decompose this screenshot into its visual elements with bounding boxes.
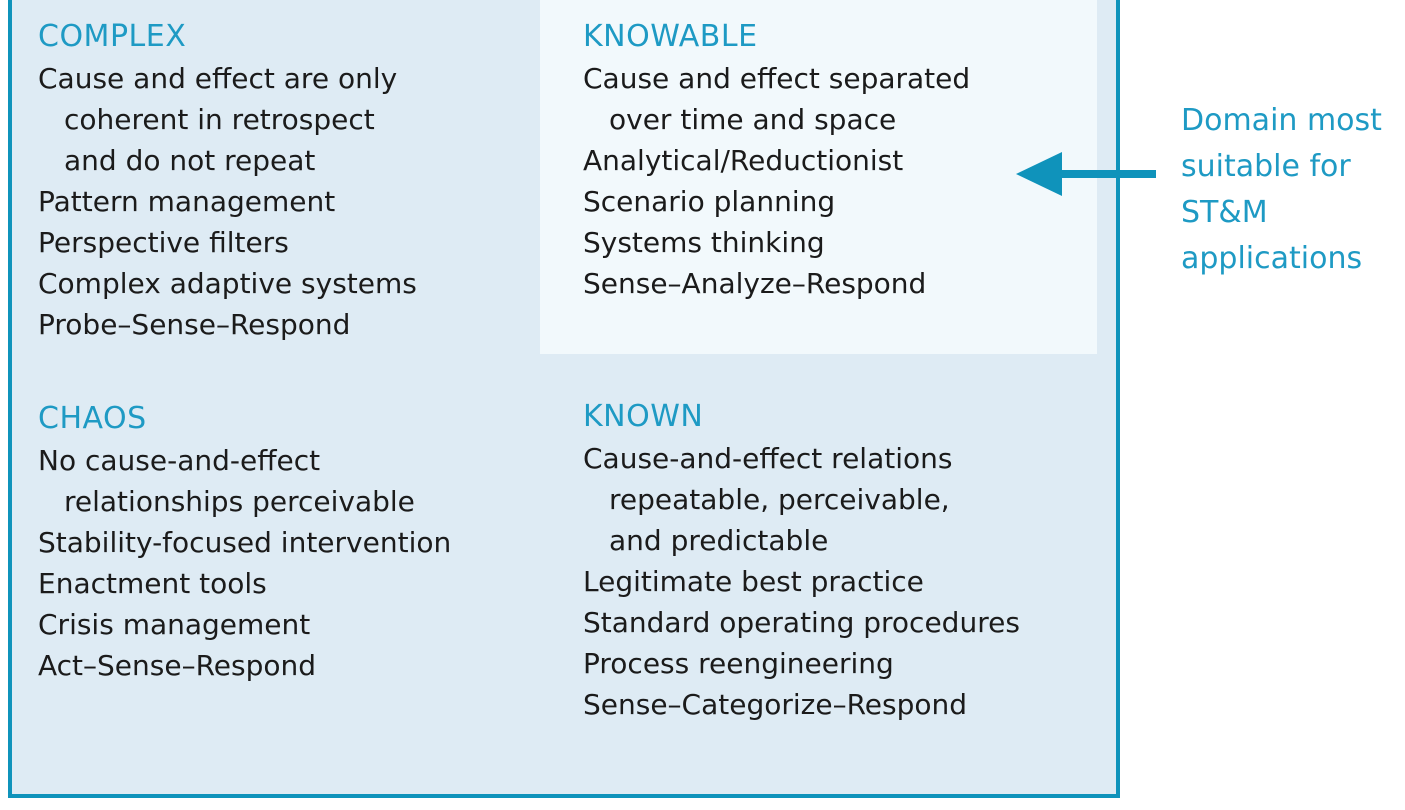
quadrant-knowable-title: KNOWABLE: [583, 19, 758, 54]
quadrant-known-line: Standard operating procedures: [583, 606, 1020, 639]
quadrant-complex-title: COMPLEX: [38, 19, 187, 54]
quadrant-known: KNOWN Cause-and-effect relations repeata…: [583, 396, 1020, 725]
quadrant-knowable: KNOWABLE Cause and effect separated over…: [583, 16, 970, 304]
quadrant-knowable-line: Systems thinking: [583, 226, 825, 259]
quadrant-known-line: Legitimate best practice: [583, 565, 924, 598]
annotation-line: ST&M: [1181, 195, 1268, 230]
quadrant-chaos-line: No cause-and-effect: [38, 444, 321, 477]
quadrant-known-line: Sense–Categorize–Respond: [583, 688, 968, 721]
quadrant-complex-line: Pattern management: [38, 185, 336, 218]
quadrant-known-line: Process reengineering: [583, 647, 894, 680]
quadrant-known-title: KNOWN: [583, 399, 704, 434]
quadrant-knowable-line: over time and space: [609, 103, 897, 136]
quadrant-known-line: repeatable, perceivable,: [609, 483, 950, 516]
quadrant-chaos-line: relationships perceivable: [64, 485, 415, 518]
quadrant-known-line: and predictable: [609, 524, 829, 557]
quadrant-complex-line: Probe–Sense–Respond: [38, 308, 351, 341]
quadrant-chaos-line: Enactment tools: [38, 567, 267, 600]
annotation-line: applications: [1181, 241, 1363, 276]
quadrant-knowable-line: Scenario planning: [583, 185, 836, 218]
quadrant-chaos-title: CHAOS: [38, 401, 147, 436]
quadrant-knowable-line: Analytical/Reductionist: [583, 144, 904, 177]
left-arrow-icon: [1014, 149, 1156, 199]
quadrant-knowable-line: Cause and effect separated: [583, 62, 971, 95]
quadrant-complex: COMPLEX Cause and effect are only cohere…: [38, 16, 417, 345]
quadrant-complex-line: coherent in retrospect: [64, 103, 375, 136]
annotation-domain-note: Domain most suitable for ST&M applicatio…: [1181, 98, 1405, 282]
quadrant-knowable-line: Sense–Analyze–Respond: [583, 267, 927, 300]
quadrant-chaos-line: Crisis management: [38, 608, 311, 641]
quadrant-complex-line: Perspective filters: [38, 226, 289, 259]
quadrant-complex-line: Complex adaptive systems: [38, 267, 417, 300]
quadrant-chaos: CHAOS No cause-and-effect relationships …: [38, 398, 451, 686]
quadrant-chaos-line: Act–Sense–Respond: [38, 649, 317, 682]
quadrant-complex-line: and do not repeat: [64, 144, 316, 177]
quadrant-chaos-line: Stability-focused intervention: [38, 526, 452, 559]
quadrant-complex-line: Cause and effect are only: [38, 62, 398, 95]
annotation-line: Domain most: [1181, 103, 1382, 138]
knowable-highlight-panel: [540, 0, 1097, 354]
annotation-line: suitable for: [1181, 149, 1351, 184]
quadrant-known-line: Cause-and-effect relations: [583, 442, 953, 475]
